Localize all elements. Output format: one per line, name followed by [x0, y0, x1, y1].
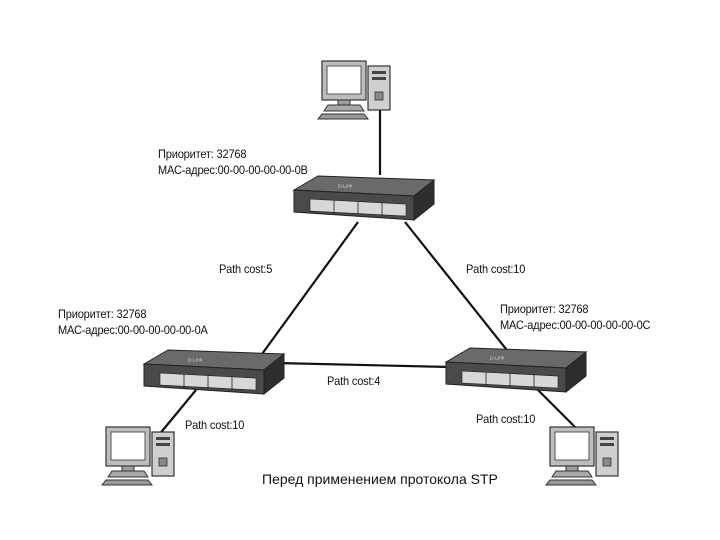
network-switch-icon: D-Link — [292, 175, 436, 222]
svg-text:D-Link: D-Link — [338, 183, 353, 190]
path-cost-left-pc: Path cost:10 — [185, 418, 245, 432]
right-switch-priority: Приоритет: 32768 — [500, 302, 589, 316]
left-switch-priority: Приоритет: 32768 — [58, 307, 147, 321]
top-switch-priority: Приоритет: 32768 — [158, 147, 247, 161]
link-right-switch-to-right-pc — [531, 383, 581, 433]
path-cost-top-right: Path cost:10 — [466, 262, 526, 276]
right-switch-mac: МАС-адрес:00-00-00-00-00-0C — [500, 318, 651, 332]
computer-icon — [544, 426, 619, 486]
top-switch-mac: МАС-адрес:00-00-00-00-00-0B — [158, 163, 308, 177]
network-switch-icon: D-Link — [444, 347, 588, 394]
diagram-caption: Перед применением протокола STP — [262, 471, 498, 487]
path-cost-left-right: Path cost:4 — [327, 374, 381, 388]
network-switch-icon: D-Link — [142, 349, 286, 396]
computer-icon — [316, 60, 391, 120]
svg-text:D-Link: D-Link — [490, 355, 505, 362]
computer-icon — [100, 426, 175, 486]
svg-text:D-Link: D-Link — [188, 357, 203, 364]
path-cost-right-pc: Path cost:10 — [476, 412, 536, 426]
link-left-switch-to-right-switch — [275, 361, 451, 369]
link-left-switch-to-left-pc — [157, 389, 197, 437]
path-cost-top-left: Path cost:5 — [219, 262, 273, 276]
link-top-switch-to-right-switch — [404, 221, 511, 355]
link-top-switch-to-left-switch — [261, 221, 359, 355]
left-switch-mac: МАС-адрес:00-00-00-00-00-0A — [58, 323, 208, 337]
